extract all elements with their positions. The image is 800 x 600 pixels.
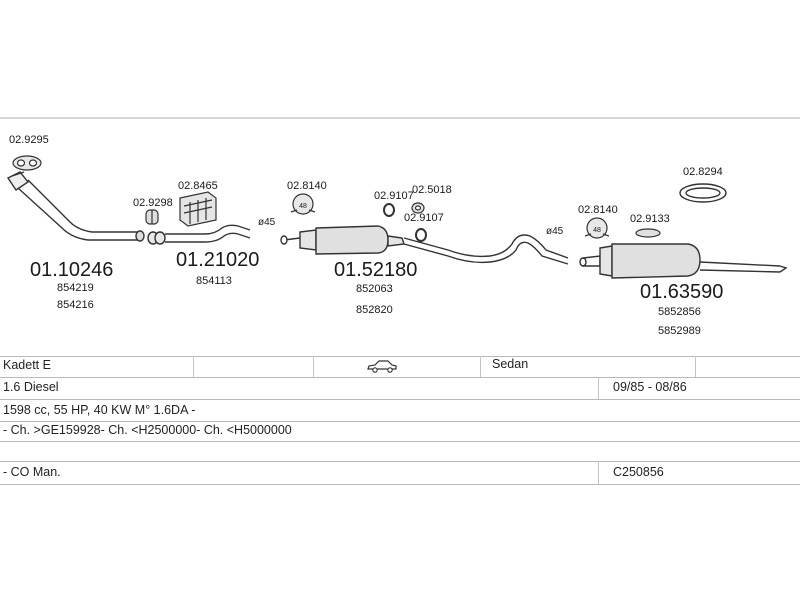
row-divider xyxy=(0,399,800,400)
fitting-label-1: 02.9295 xyxy=(9,134,49,146)
part-ref-4b: 5852989 xyxy=(658,325,701,337)
row-divider xyxy=(0,377,800,378)
fitting-label-10: 02.8294 xyxy=(683,166,723,178)
part-ref-1b: 854216 xyxy=(57,299,94,311)
fitting-label-6: 02.5018 xyxy=(412,184,452,196)
center-muffler-drawing xyxy=(280,225,569,265)
clamp-drawing-1: 48 xyxy=(290,193,316,215)
rear-muffler-drawing xyxy=(579,243,788,279)
intermediate-pipe-drawing xyxy=(147,224,251,245)
diameter-labels: ø45 ø45 xyxy=(258,217,564,237)
part-ref-3b: 852820 xyxy=(356,304,393,316)
part-ref-2a: 854113 xyxy=(196,275,232,287)
col-divider xyxy=(313,356,314,377)
nut-drawing xyxy=(411,202,425,214)
vehicle-engine: 1.6 Diesel xyxy=(3,380,59,394)
part-ref-4a: 5852856 xyxy=(658,306,701,318)
diameter-label-1: ø45 xyxy=(258,217,276,228)
car-icon xyxy=(366,358,398,379)
ring-drawing-2 xyxy=(383,203,395,217)
clamp-mark-1: 48 xyxy=(299,203,307,210)
part-ref-3a: 852063 xyxy=(356,283,393,295)
col-divider xyxy=(598,461,599,484)
vehicle-chassis: - Ch. >GE159928- Ch. <H2500000- Ch. <H50… xyxy=(3,423,292,437)
fitting-label-8: 02.8140 xyxy=(578,204,618,216)
fitting-labels: 02.9295 02.9298 02.8465 02.8140 02.9107 … xyxy=(9,134,723,225)
col-divider xyxy=(193,356,194,377)
clamp-drawing-2: 48 xyxy=(584,217,610,239)
rubber-ring-drawing xyxy=(679,183,727,203)
vehicle-model: Kadett E xyxy=(3,358,51,372)
row-divider xyxy=(0,461,800,462)
part-labels: 01.10246 854219 854216 01.21020 854113 0… xyxy=(30,249,723,337)
row-divider xyxy=(0,484,800,485)
col-divider xyxy=(598,377,599,399)
part-number-3: 01.52180 xyxy=(334,259,417,281)
ring-drawing-3 xyxy=(415,228,427,242)
fitting-label-7: 02.9107 xyxy=(404,212,444,224)
part-number-4: 01.63590 xyxy=(640,281,723,303)
vehicle-code: C250856 xyxy=(613,465,664,479)
fitting-label-9: 02.9133 xyxy=(630,213,670,225)
front-pipe-drawing xyxy=(6,171,145,242)
vehicle-spec: 1598 cc, 55 HP, 40 KW M° 1.6DA - xyxy=(3,403,196,417)
fitting-label-4: 02.8140 xyxy=(287,180,327,192)
part-number-1: 01.10246 xyxy=(30,259,113,281)
col-divider xyxy=(695,356,696,377)
fitting-label-5: 02.9107 xyxy=(374,190,414,202)
vehicle-body: Sedan xyxy=(492,357,529,371)
diameter-label-2: ø45 xyxy=(546,226,564,237)
vehicle-emission: - CO Man. xyxy=(3,465,61,479)
row-divider xyxy=(0,441,800,442)
ring-drawing xyxy=(145,209,159,225)
mounting-kit-drawing xyxy=(179,191,217,227)
clamp-mark-2: 48 xyxy=(593,227,601,234)
fitting-label-2: 02.9298 xyxy=(133,197,173,209)
rubber-mount-drawing xyxy=(635,228,661,238)
part-number-2: 01.21020 xyxy=(176,249,259,271)
col-divider xyxy=(480,356,481,377)
exhaust-drawing: 48 48 xyxy=(0,117,800,337)
vehicle-period: 09/85 - 08/86 xyxy=(613,380,687,394)
row-divider xyxy=(0,421,800,422)
fitting-label-3: 02.8465 xyxy=(178,180,218,192)
row-divider xyxy=(0,356,800,357)
gasket-drawing xyxy=(12,155,42,171)
part-ref-1a: 854219 xyxy=(57,282,94,294)
